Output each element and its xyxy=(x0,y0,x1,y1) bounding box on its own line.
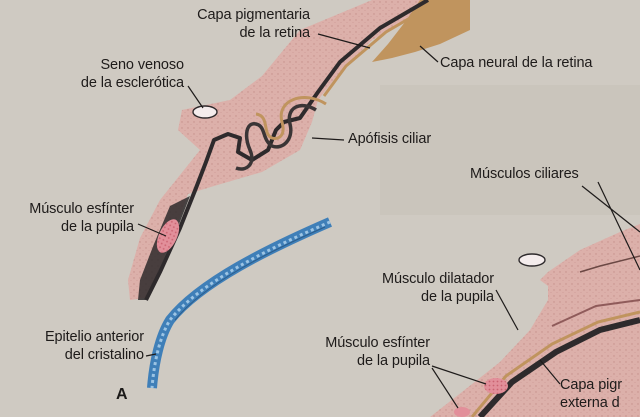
label-seno-venoso-line1: Seno venoso xyxy=(100,57,184,73)
label-musculo-esfinter-a: Músculo esfínter de la pupila xyxy=(0,200,134,236)
ciliary-body-tissue xyxy=(128,0,445,300)
label-capa-pigmentaria-line1: Capa pigmentaria xyxy=(197,7,310,23)
label-capa-neural: Capa neural de la retina xyxy=(440,54,592,72)
leader-seno-venoso xyxy=(187,85,204,109)
label-musculo-esfinter-a-line2: de la pupila xyxy=(61,219,134,235)
label-capa-externa-line1: Capa pigr xyxy=(560,377,622,393)
leader-dilatador xyxy=(495,289,519,331)
leader-epitelio xyxy=(145,353,157,357)
leader-esfinter-a xyxy=(137,223,167,237)
pigment-layer-b xyxy=(477,317,640,417)
label-capa-neural-line1: Capa neural de la retina xyxy=(440,55,593,71)
label-epitelio-anterior-line2: del cristalino xyxy=(64,347,144,363)
neural-retina-layer xyxy=(372,0,470,62)
scleral-venous-sinus xyxy=(192,105,218,119)
scleral-venous-sinus-b xyxy=(518,253,546,267)
label-musculo-dilatador-line1: Músculo dilatador xyxy=(382,271,494,287)
label-musculos-ciliares: Músculos ciliares xyxy=(470,165,579,183)
label-seno-venoso: Seno venoso de la esclerótica xyxy=(58,56,184,92)
label-seno-venoso-line2: de la esclerótica xyxy=(80,75,184,91)
label-musculo-dilatador-line2: de la pupila xyxy=(421,289,494,305)
label-epitelio-anterior-line1: Epitelio anterior xyxy=(44,329,144,345)
label-apofisis-ciliar: Apófisis ciliar xyxy=(348,130,431,148)
leader-lines xyxy=(137,33,640,409)
label-capa-externa-line2: externa d xyxy=(560,395,620,411)
label-musculo-esfinter-b-line1: Músculo esfínter xyxy=(325,335,430,351)
label-musculo-esfinter-b: Músculo esfínter de la pupila xyxy=(290,334,430,370)
background-text-block xyxy=(380,85,640,215)
label-capa-pigmentaria: Capa pigmentaria de la retina xyxy=(170,6,310,42)
leader-capa-neural xyxy=(419,45,439,63)
leader-esfinter-b-2 xyxy=(431,367,459,409)
leader-musculos-ciliares-2 xyxy=(597,181,640,271)
iris-tissue-b xyxy=(430,224,640,417)
pigment-layer-line xyxy=(144,0,430,301)
label-epitelio-anterior: Epitelio anterior del cristalino xyxy=(10,328,144,364)
leader-esfinter-b-1 xyxy=(431,365,487,385)
panel-letter: A xyxy=(116,386,128,403)
leader-capa-pigmentaria xyxy=(317,33,371,49)
label-apofisis-ciliar-line1: Apófisis ciliar xyxy=(348,131,432,147)
label-musculo-esfinter-b-line2: de la pupila xyxy=(357,353,430,369)
label-musculos-ciliares-line1: Músculos ciliares xyxy=(470,166,579,182)
label-capa-pigmentaria-line2: de la retina xyxy=(239,25,310,41)
ciliary-process-fold xyxy=(235,103,317,171)
label-musculo-esfinter-a-line1: Músculo esfínter xyxy=(29,201,134,217)
leader-capa-externa xyxy=(539,359,561,385)
label-capa-pigmentaria-externa: Capa pigr externa d xyxy=(560,376,622,412)
leader-apofisis xyxy=(311,137,345,141)
label-musculo-dilatador: Músculo dilatador de la pupila xyxy=(350,270,494,306)
